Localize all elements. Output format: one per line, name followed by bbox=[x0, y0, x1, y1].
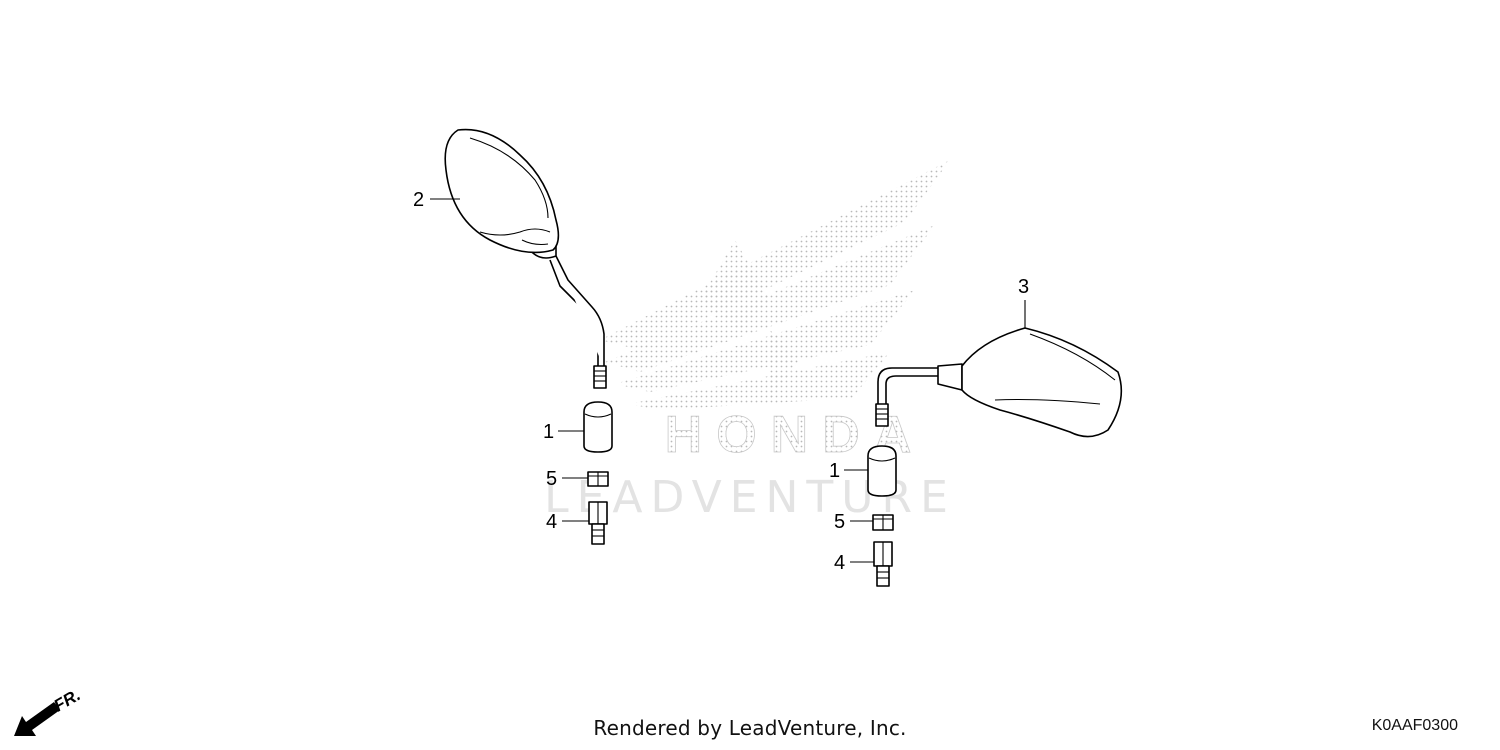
diagram-code: K0AAF0300 bbox=[1371, 717, 1458, 734]
right-cap bbox=[867, 445, 897, 497]
callout-left-mirror[interactable]: 2 bbox=[413, 189, 460, 211]
left-mirror-threaded-stud bbox=[593, 365, 607, 389]
callout-label: 3 bbox=[1018, 276, 1029, 298]
callout-left-cap[interactable]: 1 bbox=[543, 421, 584, 443]
callout-left-adapter[interactable]: 4 bbox=[546, 511, 589, 533]
callout-right-mirror[interactable]: 3 bbox=[1018, 276, 1029, 328]
callout-label: 5 bbox=[546, 468, 557, 490]
honda-wing-watermark bbox=[600, 160, 950, 410]
right-mirror-threaded-stud bbox=[875, 403, 889, 427]
left-cap bbox=[583, 401, 613, 453]
render-credit: Rendered by LeadVenture, Inc. bbox=[593, 716, 907, 740]
callout-right-nut[interactable]: 5 bbox=[834, 511, 873, 533]
callout-right-cap[interactable]: 1 bbox=[829, 460, 868, 482]
callout-label: 5 bbox=[834, 511, 845, 533]
right-mirror bbox=[875, 327, 1123, 438]
front-arrow-icon bbox=[14, 702, 60, 736]
right-nut bbox=[872, 514, 894, 531]
left-adapter-bolt bbox=[588, 501, 608, 545]
callout-label: 4 bbox=[834, 552, 845, 574]
right-adapter-bolt bbox=[873, 541, 893, 587]
callout-label: 1 bbox=[543, 421, 554, 443]
left-nut bbox=[587, 471, 609, 487]
callout-left-nut[interactable]: 5 bbox=[546, 468, 588, 490]
callout-right-adapter[interactable]: 4 bbox=[834, 552, 874, 574]
callout-label: 2 bbox=[413, 189, 424, 211]
left-mirror bbox=[444, 128, 607, 389]
callout-label: 1 bbox=[829, 460, 840, 482]
callout-label: 4 bbox=[546, 511, 557, 533]
